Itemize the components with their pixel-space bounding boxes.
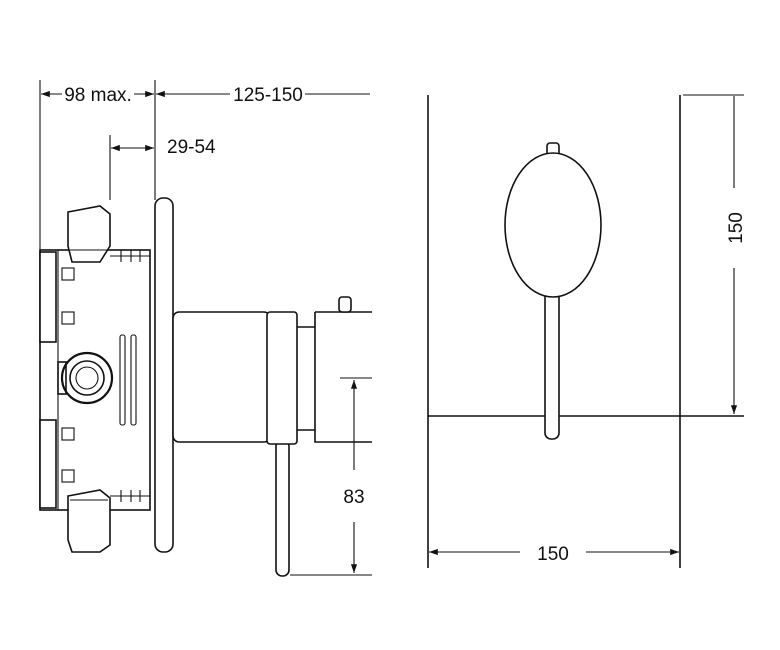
dimension-plate-height: 150 bbox=[726, 96, 747, 414]
dimension-lever-height: 83 bbox=[290, 377, 372, 576]
handle-body bbox=[314, 311, 372, 443]
mounting-box bbox=[39, 249, 151, 511]
handle-knob bbox=[338, 296, 352, 313]
dimension-plate-width: 150 bbox=[429, 544, 679, 565]
handle-disc bbox=[504, 152, 602, 298]
sleeve bbox=[172, 311, 271, 443]
stop-valve-top bbox=[67, 205, 150, 263]
stop-valve-bottom bbox=[67, 489, 150, 553]
front-view: 150 150 bbox=[427, 94, 747, 568]
dim-lever-height-label: 83 bbox=[343, 487, 364, 508]
wall-plate-side bbox=[154, 197, 174, 553]
dim-depth-max-label: 98 max. bbox=[64, 85, 132, 106]
dimension-depth-max: 98 max. bbox=[41, 85, 154, 106]
dim-plate-height-label: 150 bbox=[726, 212, 747, 244]
dimension-range-outer: 125-150 bbox=[156, 85, 370, 106]
dim-plate-width-label: 150 bbox=[537, 544, 569, 565]
lever-front bbox=[544, 287, 560, 440]
pipe-connection bbox=[60, 351, 114, 405]
dimension-range-inner: 29-54 bbox=[111, 137, 216, 158]
dim-range-outer-label: 125-150 bbox=[233, 85, 303, 106]
lever-side bbox=[275, 439, 290, 577]
handle-hub bbox=[266, 311, 298, 445]
dim-range-inner-label: 29-54 bbox=[167, 137, 216, 158]
side-view: 98 max. 125-150 29-54 bbox=[39, 80, 372, 577]
